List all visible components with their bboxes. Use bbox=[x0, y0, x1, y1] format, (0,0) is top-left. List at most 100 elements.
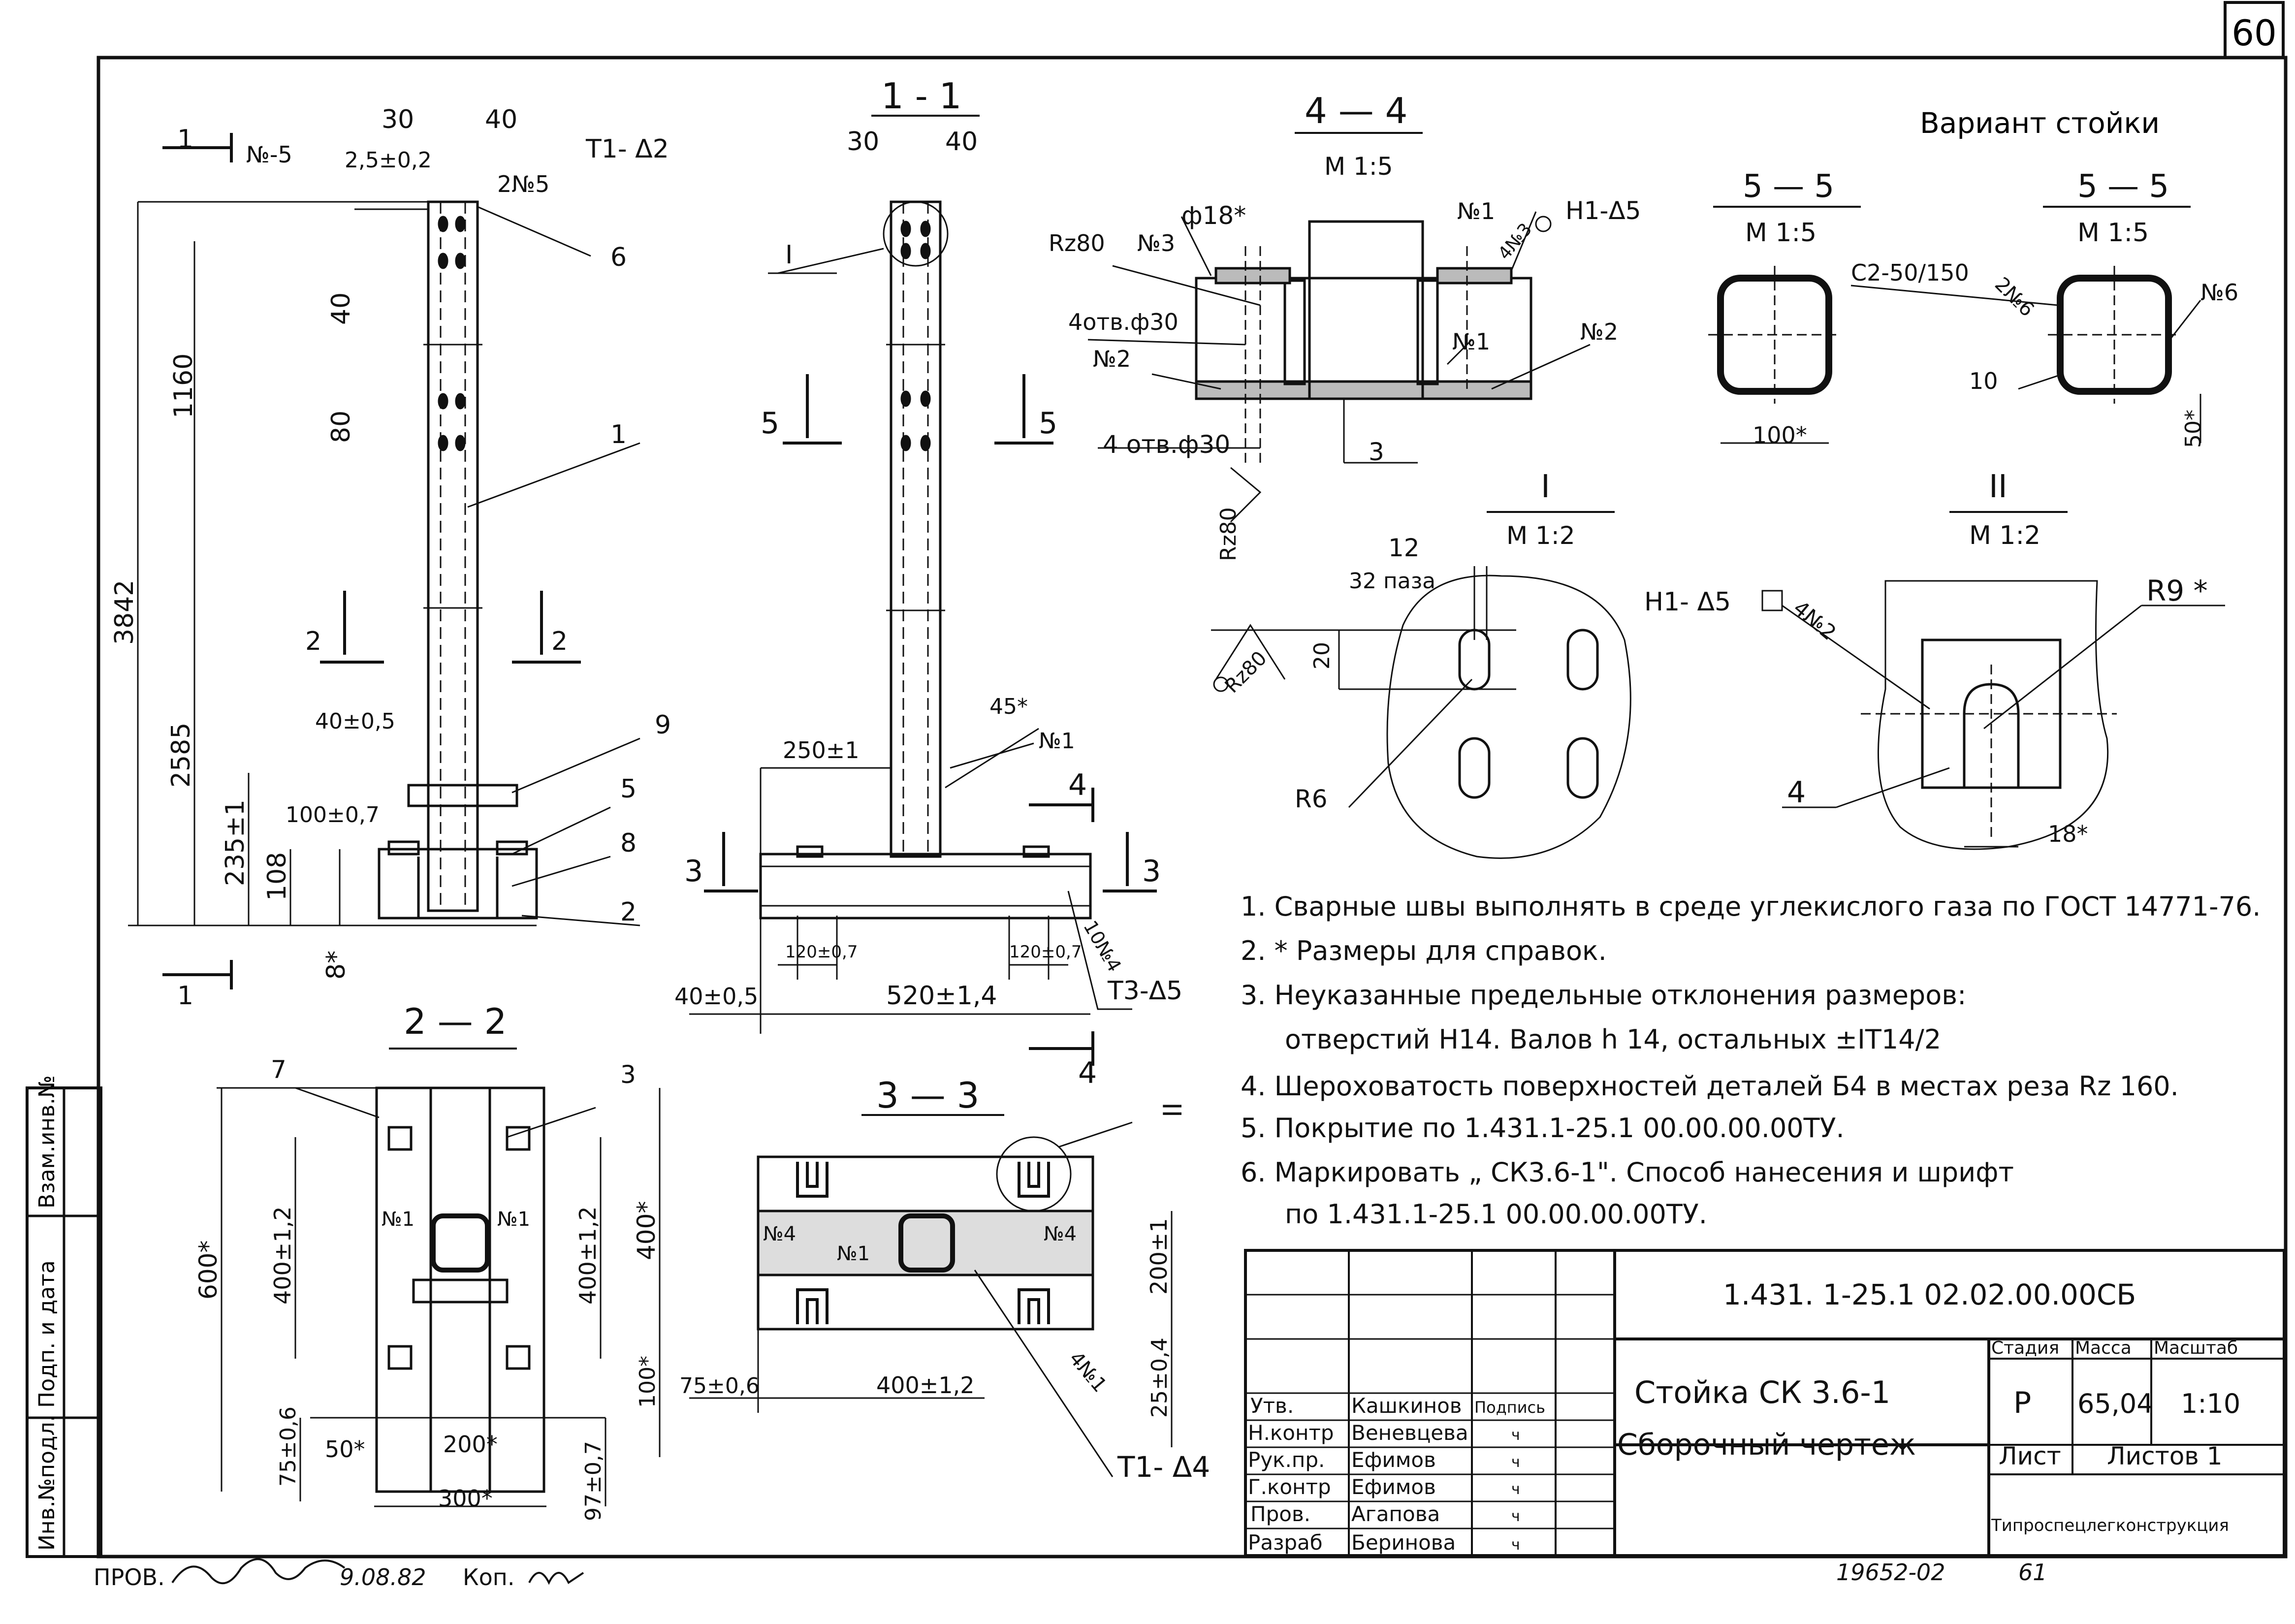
doc-code: 1.431. 1-25.1 02.02.00.00СБ bbox=[1723, 1278, 2136, 1311]
svg-text:М 1:5: М 1:5 bbox=[2077, 218, 2149, 248]
svg-text:ч: ч bbox=[1511, 1427, 1520, 1444]
svg-text:Rz80: Rz80 bbox=[1221, 647, 1272, 698]
svg-text:2: 2 bbox=[620, 897, 637, 927]
svg-text:1160: 1160 bbox=[169, 353, 198, 418]
stage-header: Стадия bbox=[1991, 1338, 2059, 1358]
svg-text:2: 2 bbox=[305, 627, 321, 656]
svg-text:200*: 200* bbox=[443, 1431, 498, 1458]
organization: Типроспецлегконструкция bbox=[1991, 1516, 2229, 1535]
section-5-5-a-labels: 5 — 5 М 1:5 100* bbox=[1743, 168, 1834, 448]
note-2: 2. * Размеры для справок. bbox=[1241, 935, 1607, 966]
svg-text:6: 6 bbox=[610, 243, 627, 272]
title-block-text: 1.431. 1-25.1 02.02.00.00СБ Стойка СК 3.… bbox=[1248, 1278, 2240, 1555]
svg-text:Т3-Δ5: Т3-Δ5 bbox=[1107, 976, 1182, 1006]
mass-value: 65,04 bbox=[2077, 1388, 2154, 1419]
svg-text:20: 20 bbox=[1309, 642, 1335, 669]
svg-text:Рук.пр.: Рук.пр. bbox=[1248, 1448, 1325, 1472]
svg-text:97±0,7: 97±0,7 bbox=[581, 1441, 606, 1521]
check-label: ПРОВ. bbox=[94, 1564, 165, 1591]
detail-I bbox=[1211, 511, 1631, 859]
svg-text:II: II bbox=[1989, 469, 2008, 505]
svg-text:2,5±0,2: 2,5±0,2 bbox=[345, 148, 432, 173]
mass-header: Масса bbox=[2075, 1338, 2132, 1358]
detail-II bbox=[1761, 511, 2225, 850]
svg-text:4: 4 bbox=[1078, 1056, 1097, 1090]
svg-text:I: I bbox=[1541, 469, 1550, 505]
svg-text:5: 5 bbox=[620, 774, 637, 804]
svg-text:4№2: 4№2 bbox=[1789, 596, 1841, 645]
stamp-inv-no: Инв.№подл. bbox=[34, 1415, 60, 1551]
note-6: 6. Маркировать „ СК3.6-1". Способ нанесе… bbox=[1241, 1157, 2014, 1188]
svg-text:40±0,5: 40±0,5 bbox=[315, 709, 395, 734]
svg-text:400±1,2: 400±1,2 bbox=[269, 1207, 296, 1305]
svg-text:120±0,7: 120±0,7 bbox=[785, 942, 858, 962]
svg-text:3: 3 bbox=[620, 1060, 636, 1089]
svg-text:Н1-Δ5: Н1-Δ5 bbox=[1565, 196, 1641, 225]
svg-text:1: 1 bbox=[610, 420, 627, 449]
svg-text:Утв.: Утв. bbox=[1250, 1394, 1294, 1418]
side-stamp: Инв.№подл. Подп. и дата Взам.инв.№ bbox=[26, 1075, 102, 1558]
svg-text:1: 1 bbox=[177, 981, 193, 1011]
svg-text:100±0,7: 100±0,7 bbox=[286, 802, 380, 828]
svg-text:120±0,7: 120±0,7 bbox=[1009, 942, 1082, 962]
svg-text:5 — 5: 5 — 5 bbox=[1743, 168, 1834, 205]
note-5: 5. Покрытие по 1.431.1-25.1 00.00.00.00Т… bbox=[1241, 1113, 1845, 1144]
note-1: 1. Сварные швы выполнять в среде углекис… bbox=[1241, 891, 2261, 922]
svg-text:25±0,4: 25±0,4 bbox=[1147, 1337, 1172, 1418]
svg-text:Пров.: Пров. bbox=[1250, 1502, 1310, 1526]
svg-text:3: 3 bbox=[1369, 438, 1384, 466]
svg-text:ч: ч bbox=[1511, 1508, 1520, 1525]
svg-text:Кашкинов: Кашкинов bbox=[1351, 1394, 1462, 1418]
note-6b: по 1.431.1-25.1 00.00.00.00ТУ. bbox=[1285, 1199, 1707, 1230]
page-number: 60 bbox=[2231, 12, 2277, 54]
svg-text:520±1,4: 520±1,4 bbox=[886, 981, 997, 1011]
section-1-1-labels: 1 - 1 30 40 I 5 5 250±1 45* №1 4 3 3 120… bbox=[674, 75, 1182, 1090]
svg-text:Т1- Δ4: Т1- Δ4 bbox=[1117, 1450, 1210, 1484]
svg-text:№1: №1 bbox=[1452, 328, 1490, 355]
svg-text:8*: 8* bbox=[321, 951, 351, 980]
check-signature bbox=[171, 1558, 346, 1585]
svg-text:200±1: 200±1 bbox=[1146, 1218, 1172, 1295]
svg-text:45*: 45* bbox=[989, 694, 1028, 719]
svg-text:2 — 2: 2 — 2 bbox=[404, 1001, 507, 1042]
svg-text:М 1:5: М 1:5 bbox=[1745, 218, 1817, 248]
svg-text:100*: 100* bbox=[1753, 422, 1807, 448]
svg-text:М 1:2: М 1:2 bbox=[1506, 521, 1575, 550]
svg-text:Rz80: Rz80 bbox=[1216, 507, 1241, 561]
note-4: 4. Шероховатость поверхностей деталей Б4… bbox=[1241, 1071, 2179, 1102]
svg-text:4 отв.ф30: 4 отв.ф30 bbox=[1103, 430, 1230, 459]
copy-signature bbox=[528, 1572, 584, 1585]
svg-text:12: 12 bbox=[1388, 534, 1420, 562]
svg-text:108: 108 bbox=[262, 852, 292, 901]
svg-text:№6: №6 bbox=[2200, 279, 2238, 306]
check-date: 9.08.82 bbox=[340, 1564, 426, 1591]
stamp-replace-inv: Взам.инв.№ bbox=[34, 1075, 60, 1209]
page-number-box bbox=[2224, 1, 2285, 59]
scale-header: Масштаб bbox=[2154, 1338, 2238, 1358]
svg-text:300*: 300* bbox=[438, 1485, 493, 1512]
section-5-5-b bbox=[1850, 206, 2201, 443]
svg-text:Н1- Δ5: Н1- Δ5 bbox=[1644, 587, 1731, 617]
svg-text:Ефимов: Ефимов bbox=[1351, 1475, 1436, 1499]
part-title: Стойка СК 3.6-1 bbox=[1634, 1374, 1890, 1410]
svg-text:R6: R6 bbox=[1295, 785, 1328, 813]
svg-text:40: 40 bbox=[945, 127, 978, 157]
section-1-1 bbox=[689, 115, 1157, 1066]
svg-text:R9 *: R9 * bbox=[2146, 574, 2208, 607]
svg-text:235±1: 235±1 bbox=[221, 799, 250, 886]
section-3-3 bbox=[689, 1114, 1173, 1477]
svg-text:II: II bbox=[1158, 1102, 1188, 1117]
svg-text:Н.контр: Н.контр bbox=[1248, 1421, 1334, 1445]
section-2-2-labels: 2 — 2 7 3 600* 400±1,2 №1 №1 400±1,2 400… bbox=[194, 1001, 661, 1521]
svg-text:2585: 2585 bbox=[166, 723, 196, 788]
svg-text:1 - 1: 1 - 1 bbox=[881, 75, 961, 117]
svg-text:ч: ч bbox=[1511, 1536, 1520, 1554]
svg-text:Разраб: Разраб bbox=[1248, 1530, 1323, 1555]
svg-text:3: 3 bbox=[1142, 854, 1161, 889]
svg-text:ч: ч bbox=[1511, 1481, 1520, 1498]
svg-text:С2-50/150: С2-50/150 bbox=[1851, 259, 1969, 286]
svg-text:ч: ч bbox=[1511, 1454, 1520, 1471]
svg-text:5: 5 bbox=[761, 406, 779, 441]
svg-text:100*: 100* bbox=[635, 1356, 660, 1408]
variant-title: Вариант стойки bbox=[1920, 106, 2160, 140]
